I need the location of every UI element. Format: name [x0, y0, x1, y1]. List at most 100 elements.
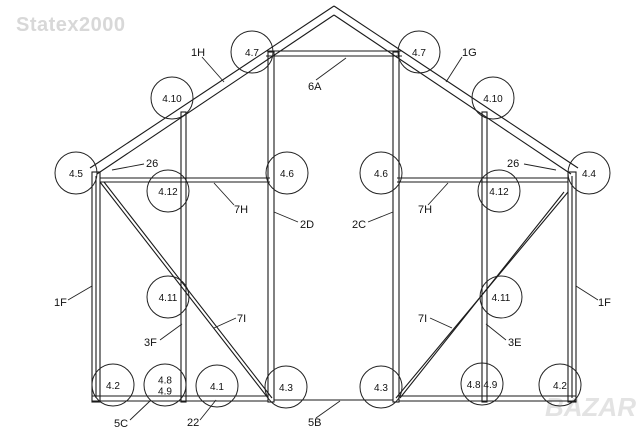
detail-circle-ring: [143, 363, 187, 407]
leader-26-left: [111, 163, 145, 171]
part-label-l7ir: 7I: [418, 313, 427, 325]
brace-left-a: [99, 181, 269, 399]
leader-22: [199, 399, 217, 421]
detail-circle-ring: [460, 362, 504, 406]
leader-3e: [485, 323, 507, 341]
watermark-statex: Statex2000: [16, 14, 126, 36]
door-post-2c: [392, 51, 400, 403]
leader-1g: [445, 56, 463, 83]
detail-circle-label: 4.6: [374, 169, 388, 180]
detail-circle-label: 4.3: [374, 383, 388, 394]
detail-circle-label: 4.4: [582, 169, 596, 180]
leader-5b: [315, 400, 341, 419]
leader-1f-right: [575, 285, 599, 301]
detail-circle-ring: [230, 30, 274, 74]
part-label-l22: 22: [187, 417, 199, 429]
detail-circle-label: 4.10: [162, 94, 182, 105]
part-label-l3f: 3F: [144, 337, 157, 349]
leader-6a: [315, 57, 347, 81]
detail-circle-c46l: 4.6: [265, 151, 309, 195]
leader-lines: [67, 56, 599, 421]
detail-circle-label: 4.11: [492, 293, 511, 304]
detail-circle-ring: [150, 76, 194, 120]
detail-circle-label: 4.10: [483, 94, 503, 105]
detail-circle-ring: [479, 275, 523, 319]
detail-circle-c47r: 4.7: [397, 30, 441, 74]
leader-7i-right: [429, 317, 453, 329]
part-label-l1g: 1G: [462, 47, 477, 59]
detail-circle-ring: [359, 151, 403, 195]
part-label-l6a: 6A: [308, 81, 322, 93]
detail-circle-ring: [54, 151, 98, 195]
detail-circle-c47l: 4.7: [230, 30, 274, 74]
detail-circle-label: 4.8 4.9: [467, 380, 498, 391]
leader-7h-right: [427, 182, 449, 206]
detail-circle-ring: [265, 151, 309, 195]
detail-circle-label: 4.3: [279, 383, 293, 394]
part-label-l7hl: 7H: [234, 204, 248, 216]
part-label-l7hr: 7H: [418, 204, 432, 216]
detail-circle-label: 4.6: [280, 169, 294, 180]
detail-circle-c412r: 4.12: [477, 169, 521, 213]
detail-circle-c410l: 4.10: [150, 76, 194, 120]
detail-circle-c45: 4.5: [54, 151, 98, 195]
post-right-3e: [481, 111, 488, 403]
detail-circle-label: 4.1: [210, 382, 224, 393]
detail-circle-label: 4.12: [158, 187, 178, 198]
roof-right-inner: [333, 14, 572, 175]
detail-circle-c42r: 4.2: [538, 363, 582, 407]
detail-circle-c410r: 4.10: [471, 76, 515, 120]
wall-left: [91, 171, 101, 403]
leader-2d: [273, 211, 299, 223]
detail-circle-c42l: 4.2: [91, 363, 135, 407]
roof-left-inner: [96, 14, 335, 175]
detail-circle-ring: [359, 365, 403, 409]
detail-circle-ring: [567, 151, 611, 195]
part-label-l26l: 26: [146, 158, 158, 170]
part-label-l7il: 7I: [237, 313, 246, 325]
part-label-l5c: 5C: [114, 418, 128, 430]
detail-circle-c44: 4.4: [567, 151, 611, 195]
detail-circle-label: 4.2: [553, 381, 567, 392]
detail-circle-label: 4.5: [69, 169, 83, 180]
detail-circle-c43r: 4.3: [359, 365, 403, 409]
detail-circles: 4.7 4.7 4.10 4.10 4.5 4.4 4.12 4.12 4.6 4.6 4.11 4.…: [54, 30, 611, 409]
roof-right-outer: [333, 5, 579, 169]
post-left-3f: [180, 111, 187, 403]
leader-7i-left: [213, 317, 237, 329]
part-label-l1fl: 1F: [54, 297, 67, 309]
detail-circle-ring: [477, 169, 521, 213]
detail-circle-label: 4.8: [158, 376, 172, 387]
detail-circle-label: 4.12: [489, 187, 509, 198]
detail-circle-ring: [538, 363, 582, 407]
detail-circle-label: 4.7: [412, 48, 426, 59]
watermark-bazar: BAZAR: [545, 392, 636, 422]
part-label-l1fr: 1F: [598, 297, 611, 309]
part-label-l1h: 1H: [191, 47, 205, 59]
part-label-l26r: 26: [507, 158, 519, 170]
leader-1f-left: [67, 285, 93, 301]
detail-circle-label: 4.11: [159, 293, 178, 304]
detail-circle-ring: [91, 363, 135, 407]
detail-circle-c412l: 4.12: [146, 169, 190, 213]
detail-circle-label: 4.7: [245, 48, 259, 59]
detail-circle-c411r: 4.11: [479, 275, 523, 319]
leader-5c: [129, 400, 151, 421]
detail-circle-ring: [146, 169, 190, 213]
detail-circle-c4849l: 4.84.9: [143, 363, 187, 407]
detail-circle-c41: 4.1: [195, 364, 239, 408]
detail-circle-label: 4.2: [106, 381, 120, 392]
part-label-l2c: 2C: [352, 219, 366, 231]
detail-circle-ring: [471, 76, 515, 120]
door-post-2d: [267, 51, 275, 403]
part-label-l2d: 2D: [300, 219, 314, 231]
detail-circle-ring: [195, 364, 239, 408]
frame-structure: [89, 5, 579, 403]
leader-3f: [159, 323, 183, 341]
leader-2c: [367, 211, 394, 223]
detail-circle-c411l: 4.11: [146, 275, 190, 319]
detail-circle-label: 4.9: [158, 387, 172, 398]
leader-7h-left: [213, 182, 235, 206]
